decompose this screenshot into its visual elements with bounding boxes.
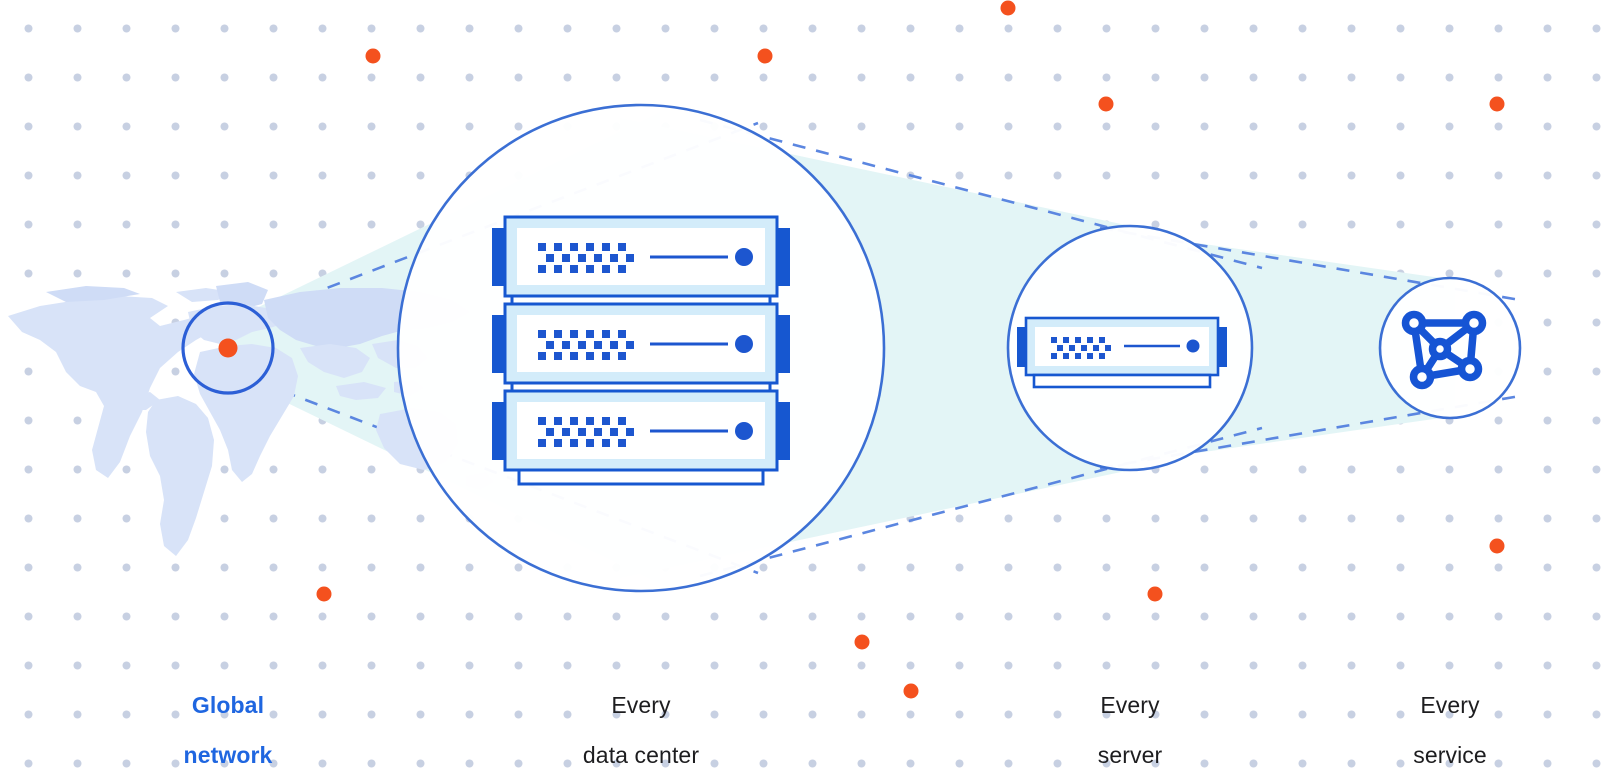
server-rack-icon xyxy=(492,215,790,486)
server-unit-1 xyxy=(492,215,790,308)
stage-label-every-server-line1: Every xyxy=(1100,692,1160,718)
stage-label-every-service-line2: service xyxy=(1413,742,1487,768)
stage-every-server[interactable] xyxy=(1006,224,1254,472)
stage-label-global-network-line1: Global xyxy=(191,692,265,718)
stage-every-service[interactable] xyxy=(1378,276,1522,420)
port-grid-3 xyxy=(538,417,634,447)
stage-label-every-data-center-line2: data center xyxy=(582,742,700,768)
global-network-circle xyxy=(181,301,275,395)
server-unit-3 xyxy=(492,389,790,472)
mesh-node-top-right xyxy=(1461,310,1487,336)
stage-label-every-data-center: Every data center xyxy=(541,668,741,782)
stage-label-every-service-line1: Every xyxy=(1420,692,1480,718)
network-mesh-icon xyxy=(1401,310,1487,390)
single-server-icon xyxy=(1017,316,1227,389)
orange-accent-dots xyxy=(316,0,1505,699)
stage-every-data-center[interactable] xyxy=(396,103,886,593)
stage-label-every-data-center-line1: Every xyxy=(611,692,671,718)
stage-label-global-network: Global network xyxy=(128,668,328,782)
mesh-node-top-left xyxy=(1401,310,1427,336)
stage-label-every-server-line2: server xyxy=(1097,742,1163,768)
mesh-node-center xyxy=(1428,337,1452,361)
stage-label-every-server: Every server xyxy=(1030,668,1230,782)
mesh-node-bottom-left xyxy=(1409,364,1435,390)
port-grid-2 xyxy=(538,330,634,360)
global-network-location-pin xyxy=(218,338,238,358)
server-rack-base xyxy=(517,468,765,486)
server-unit-2 xyxy=(492,302,790,395)
stage-label-global-network-line2: network xyxy=(183,742,273,768)
stage-global-network[interactable] xyxy=(181,301,275,395)
mesh-node-bottom-right xyxy=(1457,356,1483,382)
stage-label-every-service: Every service xyxy=(1350,668,1550,782)
port-grid-1 xyxy=(538,243,634,273)
port-grid-server xyxy=(1051,337,1111,359)
server-base xyxy=(1032,373,1212,389)
